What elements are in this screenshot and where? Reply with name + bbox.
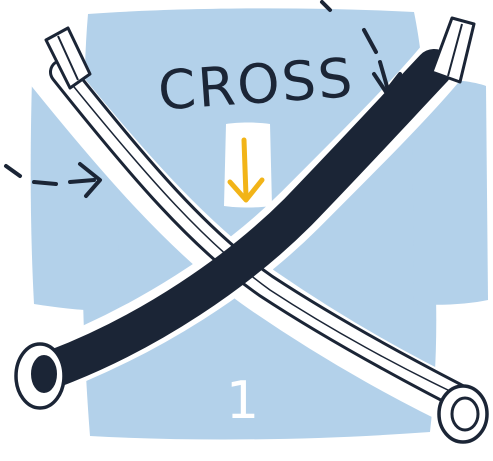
dark-cable-end-ring (16, 344, 64, 408)
step-number: 1 (226, 371, 259, 431)
crossing-point-marker (224, 123, 272, 208)
light-cable-end-ring (439, 386, 487, 442)
